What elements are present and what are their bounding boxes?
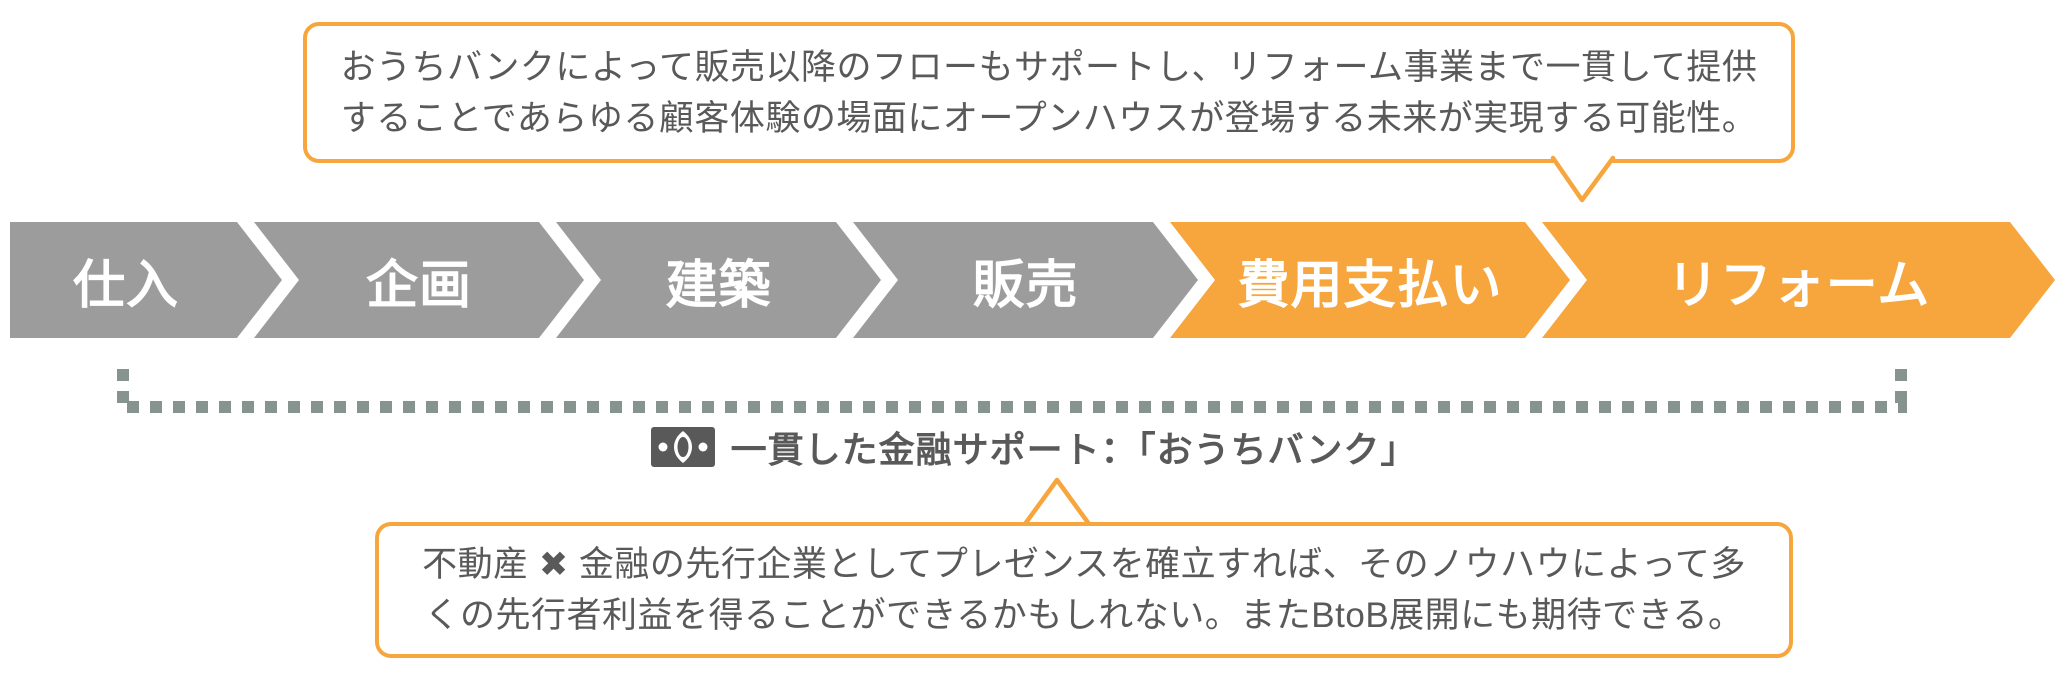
top-callout-line-1: おうちバンクによって販売以降のフローもサポートし、リフォーム事業まで一貫して提供: [340, 47, 1758, 87]
step-sales-label: 販売: [972, 256, 1079, 315]
step-planning: 企画: [254, 222, 584, 338]
step-sales: 販売: [853, 222, 1198, 338]
step-purchasing: 仕入: [10, 222, 282, 338]
step-renovation-label: リフォーム: [1666, 256, 1931, 315]
bottom-callout-line-2: くの先行者利益を得ることができるかもしれない。またBtoB展開にも期待できる。: [424, 596, 1744, 635]
bracket-right-end: [1895, 369, 1907, 403]
top-callout: おうちバンクによって販売以降のフローもサポートし、リフォーム事業まで一貫して提供…: [303, 22, 1795, 163]
step-planning-label: 企画: [365, 256, 472, 315]
span-bracket-dotted-line: [127, 401, 1907, 413]
top-callout-line-2: することであらゆる顧客体験の場面にオープンハウスが登場する未来が実現する可能性。: [340, 98, 1758, 138]
banknote-icon: [650, 427, 715, 467]
bottom-callout: 不動産 ✖ 金融の先行企業としてプレゼンスを確立すれば、そのノウハウによって多 …: [375, 522, 1793, 658]
step-purchasing-label: 仕入: [72, 256, 179, 315]
support-label-row: 一貫した金融サポート：「おうちバンク」: [0, 424, 2068, 470]
callout-pointer-down-icon: [1550, 155, 1616, 203]
support-label-text: 一貫した金融サポート：「おうちバンク」: [730, 429, 1418, 470]
step-renovation: リフォーム: [1542, 222, 2055, 338]
step-construction: 建築: [556, 222, 881, 338]
bracket-left-end: [117, 369, 129, 403]
step-construction-label: 建築: [665, 256, 772, 315]
step-payment: 費用支払い: [1170, 222, 1570, 338]
step-payment-label: 費用支払い: [1237, 256, 1503, 315]
callout-pointer-up-icon: [1022, 477, 1092, 527]
process-flow: 仕入 企画 建築 販売 費用支払い リフォーム: [10, 222, 2055, 338]
bottom-callout-line-1: 不動産 ✖ 金融の先行企業としてプレゼンスを確立すれば、そのノウハウによって多: [422, 545, 1746, 584]
